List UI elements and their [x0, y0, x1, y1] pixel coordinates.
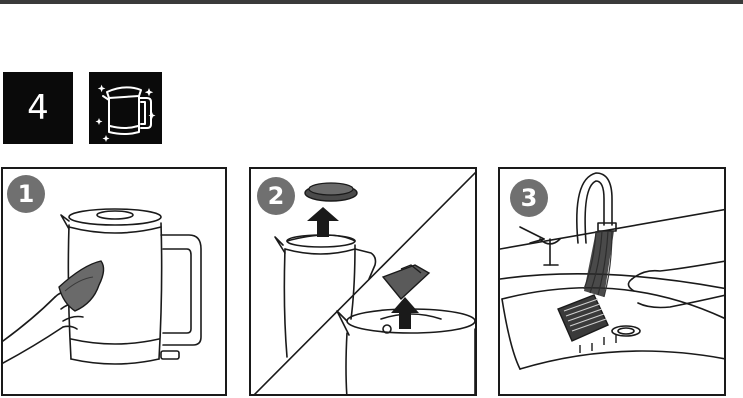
- badge-label-1: 1: [18, 180, 35, 208]
- step-badge-2: 2: [257, 177, 295, 215]
- step-badge-3: 3: [510, 179, 548, 217]
- badge-label-2: 2: [268, 182, 285, 210]
- kettle-clean-icon: [89, 72, 162, 144]
- top-divider: [0, 0, 743, 4]
- instruction-panel-3: 3: [498, 167, 726, 396]
- step-badge-1: 1: [7, 175, 45, 213]
- step-number-box: 4: [3, 72, 73, 144]
- instruction-panel-2: 2: [249, 167, 477, 396]
- step-number: 4: [27, 88, 49, 128]
- instruction-panel-1: 1: [1, 167, 227, 396]
- badge-label-3: 3: [521, 184, 538, 212]
